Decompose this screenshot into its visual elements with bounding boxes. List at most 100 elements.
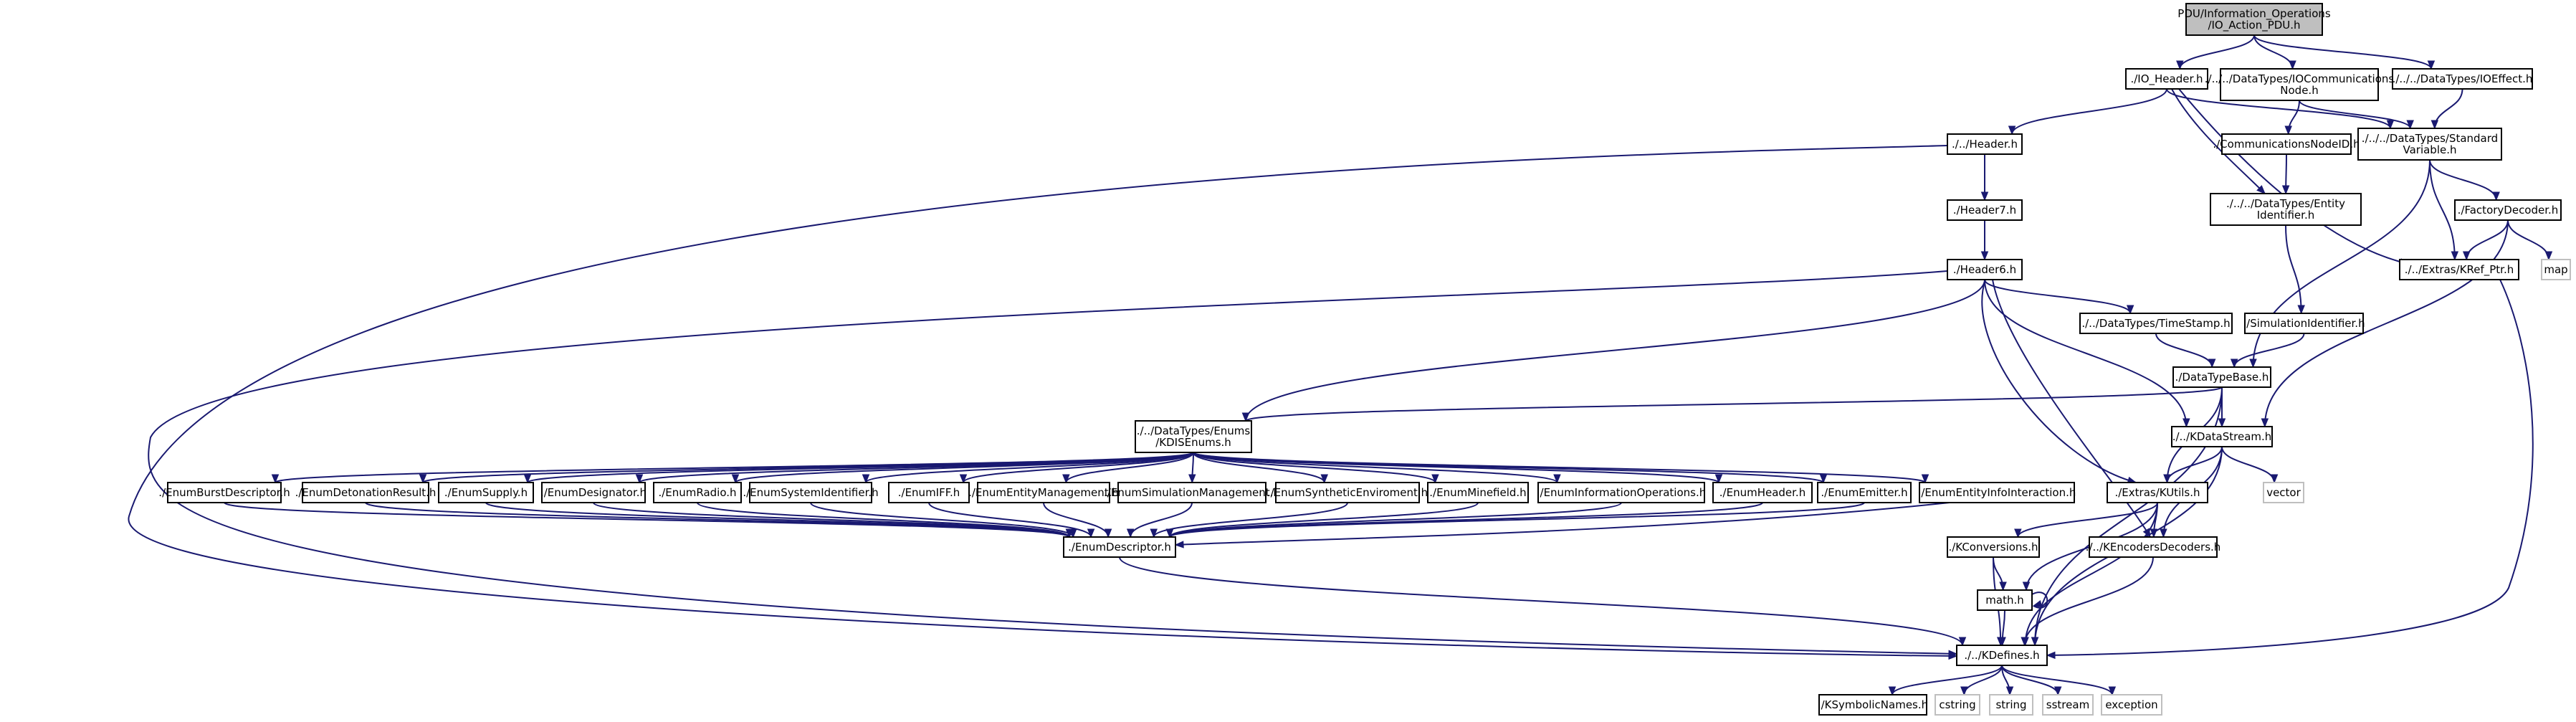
- node-enum-emitter[interactable]: ./EnumEmitter.h: [1817, 482, 1912, 503]
- edge-kencoders-to-kdefines: [2023, 556, 2154, 646]
- node-box: [2454, 199, 2562, 221]
- edge-entity_identifier-to-simulation_identifier-arrow: [2297, 305, 2305, 315]
- node-box: [888, 482, 970, 503]
- node-io-effect[interactable]: ./../../DataTypes/IOEffect.h: [2392, 68, 2533, 90]
- node-enum-descriptor[interactable]: ./EnumDescriptor.h: [1063, 536, 1176, 558]
- node-label: ./../Header.h: [1952, 138, 2018, 151]
- edge-kdefines-to-exception-arrow: [2108, 686, 2117, 696]
- node-box: [1919, 482, 2075, 503]
- edge-kdata_stream-to-kdefines-arrow: [2031, 637, 2039, 647]
- edge-factory_decoder-to-map: [2507, 219, 2549, 260]
- node-label: ./CommunicationsNodeID.h: [2213, 138, 2360, 151]
- node-enum-supply[interactable]: ./EnumSupply.h: [438, 482, 534, 503]
- node-enum-system-identifier[interactable]: ./EnumSystemIdentifier.h: [743, 482, 879, 503]
- node-label: ./EnumEmitter.h: [1821, 486, 1907, 499]
- node-label: ./IO_Header.h: [2130, 72, 2203, 86]
- node-label: ./Header6.h: [1953, 263, 2016, 276]
- node-label: exception: [2105, 698, 2157, 711]
- node-enum-radio[interactable]: ./EnumRadio.h: [653, 482, 742, 503]
- edge-io_header-to-entity_identifier-arrow: [2256, 185, 2266, 194]
- node-enum-entity-management[interactable]: ./EnumEntityManagement.h: [968, 482, 1119, 503]
- node-cstring[interactable]: cstring: [1935, 694, 1980, 716]
- node-enum-information-operations[interactable]: ./EnumInformationOperations.h: [1537, 482, 1707, 503]
- edge-enum_entity_info-to-enum_descriptor-arrow: [1174, 541, 1184, 548]
- node-box: [1117, 482, 1266, 503]
- node-label: ./EnumSyntheticEnviroment.h: [1267, 486, 1428, 499]
- node-box: [2101, 694, 2162, 716]
- node-enum-simulation-management[interactable]: ./EnumSimulationManagement.h: [1104, 482, 1280, 503]
- node-box: [438, 482, 534, 503]
- edge-kdis_enums-to-enum_radio-arrow: [731, 474, 740, 484]
- node-kdis-enums[interactable]: ./../DataTypes/Enums/KDISEnums.h: [1135, 420, 1252, 453]
- node-kdata-stream[interactable]: ./../KDataStream.h: [2171, 426, 2273, 447]
- node-label: Variable.h: [2403, 143, 2456, 156]
- node-enum-header[interactable]: ./EnumHeader.h: [1712, 482, 1813, 503]
- edge-kdis_enums-to-enum_emitter: [1193, 452, 1824, 483]
- node-string[interactable]: string: [1989, 694, 2033, 716]
- node-header6[interactable]: ./Header6.h: [1947, 259, 2023, 280]
- node-box: [1063, 536, 1176, 558]
- node-label: ./EnumEntityInfoInteraction.h: [1918, 486, 2076, 499]
- node-label: PDU/Information_Operations: [2177, 7, 2331, 21]
- node-kconversions[interactable]: ./KConversions.h: [1947, 536, 2040, 558]
- node-factory-decoder[interactable]: ./FactoryDecoder.h: [2454, 199, 2562, 221]
- node-enum-iff[interactable]: ./EnumIFF.h: [888, 482, 970, 503]
- node-label: ./SimulationIdentifier.h: [2243, 317, 2365, 330]
- node-map[interactable]: map: [2541, 259, 2571, 280]
- node-sstream[interactable]: sstream: [2042, 694, 2094, 716]
- edge-kdis_enums-to-enum_iff-arrow: [959, 474, 968, 484]
- node-box: [2079, 313, 2233, 334]
- node-label: math.h: [1985, 594, 2023, 607]
- edge-enum_detonation-to-enum_descriptor: [365, 502, 1070, 538]
- node-enum-designator[interactable]: ./EnumDesignator.h: [540, 482, 647, 503]
- edge-header6-to-kdata_stream-arrow: [2183, 418, 2190, 428]
- edge-comm_node_id-to-entity_identifier-arrow: [2281, 185, 2290, 195]
- node-box: [1817, 482, 1912, 503]
- node-exception[interactable]: exception: [2101, 694, 2162, 716]
- node-vector[interactable]: vector: [2263, 482, 2304, 503]
- node-kref-ptr[interactable]: ./../Extras/KRef_Ptr.h: [2399, 259, 2519, 280]
- node-data-type-base[interactable]: ./DataTypeBase.h: [2172, 366, 2271, 388]
- edge-io_header-to-kref_ptr: [2178, 88, 2409, 265]
- node-time-stamp[interactable]: ./../DataTypes/TimeStamp.h: [2079, 313, 2233, 334]
- node-enum-burst[interactable]: ./EnumBurstDescriptor.h: [158, 482, 290, 503]
- edge-header-to-kdefines: [128, 145, 1957, 657]
- node-header7[interactable]: ./Header7.h: [1947, 199, 2023, 221]
- edge-math-to-math-arrow: [2032, 600, 2043, 608]
- node-enum-entity-info[interactable]: ./EnumEntityInfoInteraction.h: [1918, 482, 2076, 503]
- node-simulation-identifier[interactable]: ./SimulationIdentifier.h: [2243, 313, 2365, 334]
- edge-io_effect-to-standard_variable: [2433, 88, 2463, 129]
- node-header[interactable]: ./../Header.h: [1947, 133, 2023, 155]
- node-extras-kutils[interactable]: ./Extras/KUtils.h: [2107, 482, 2208, 503]
- edge-io_effect-to-standard_variable-arrow: [2430, 120, 2439, 130]
- node-box: [2042, 694, 2094, 716]
- edge-enum_emitter-to-enum_descriptor-arrow: [1165, 528, 1174, 538]
- node-math[interactable]: math.h: [1977, 589, 2033, 611]
- node-label: string: [1995, 698, 2026, 711]
- edge-data_type_base-to-kdata_stream-arrow: [2218, 418, 2226, 428]
- edge-kdata_stream-to-vector: [2221, 446, 2276, 483]
- node-io-header[interactable]: ./IO_Header.h: [2125, 68, 2208, 90]
- node-box: [1712, 482, 1813, 503]
- node-kencoders[interactable]: ./../KEncodersDecoders.h: [2086, 536, 2221, 558]
- node-io-action-pdu[interactable]: PDU/Information_Operations/IO_Action_PDU…: [2177, 3, 2331, 36]
- edge-header-to-header7-arrow: [1980, 191, 1989, 201]
- node-enum-minefield[interactable]: ./EnumMinefield.h: [1427, 482, 1529, 503]
- edge-kdis_enums-to-enum_information_operations: [1193, 452, 1558, 483]
- node-ksymbolic[interactable]: ./KSymbolicNames.h: [1818, 694, 1928, 716]
- node-box: [2210, 193, 2362, 226]
- node-enum-detonation[interactable]: ./EnumDetonationResult.h: [295, 482, 437, 503]
- edge-header6-to-extras_kutils: [1981, 279, 2137, 483]
- node-comm-node-id[interactable]: ./CommunicationsNodeID.h: [2213, 133, 2360, 155]
- edge-io_action_pdu-to-io_effect: [2253, 34, 2432, 70]
- edge-kdis_enums-to-enum_header: [1193, 452, 1719, 483]
- node-enum-synthetic[interactable]: ./EnumSyntheticEnviroment.h: [1267, 482, 1428, 503]
- node-box: [1935, 694, 1980, 716]
- node-label: ./../../DataTypes/Standard: [2362, 132, 2498, 145]
- edge-io_action_pdu-to-io_header: [2179, 34, 2255, 70]
- node-kdefines[interactable]: ./../KDefines.h: [1956, 645, 2048, 666]
